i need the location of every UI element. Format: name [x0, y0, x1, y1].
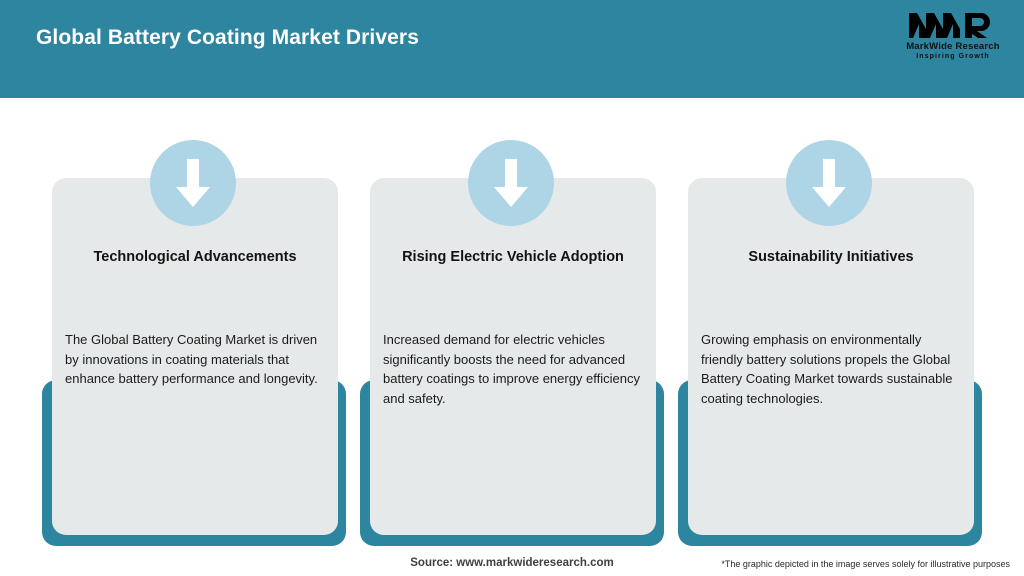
driver-card-2: Rising Electric Vehicle Adoption Increas…: [360, 98, 664, 576]
card-description: Growing emphasis on environmentally frie…: [701, 332, 953, 406]
card-surface: Sustainability Initiatives Growing empha…: [688, 178, 974, 535]
disclaimer-note: *The graphic depicted in the image serve…: [721, 559, 1010, 569]
down-arrow-icon: [468, 140, 554, 226]
driver-card-3: Sustainability Initiatives Growing empha…: [678, 98, 982, 576]
down-arrow-icon: [786, 140, 872, 226]
brand-logo: MarkWide Research Inspiring Growth: [900, 10, 1006, 70]
driver-cards-container: Technological Advancements The Global Ba…: [0, 98, 1024, 576]
card-title: Sustainability Initiatives: [748, 249, 914, 265]
card-description: The Global Battery Coating Market is dri…: [65, 332, 318, 386]
card-surface: Technological Advancements The Global Ba…: [52, 178, 338, 535]
logo-tagline: Inspiring Growth: [916, 53, 990, 60]
logo-company-name: MarkWide Research: [906, 41, 1000, 52]
card-description: Increased demand for electric vehicles s…: [383, 332, 641, 406]
down-arrow-icon: [150, 140, 236, 226]
card-title: Technological Advancements: [93, 249, 297, 265]
driver-card-1: Technological Advancements The Global Ba…: [42, 98, 346, 576]
card-title: Rising Electric Vehicle Adoption: [402, 249, 624, 265]
source-label: Source: www.markwideresearch.com: [410, 557, 614, 569]
mwr-monogram-icon: [909, 13, 990, 38]
page-title: Global Battery Coating Market Drivers: [36, 26, 419, 49]
page-header: Global Battery Coating Market Drivers Ma…: [0, 0, 1024, 98]
card-surface: Rising Electric Vehicle Adoption Increas…: [370, 178, 656, 535]
